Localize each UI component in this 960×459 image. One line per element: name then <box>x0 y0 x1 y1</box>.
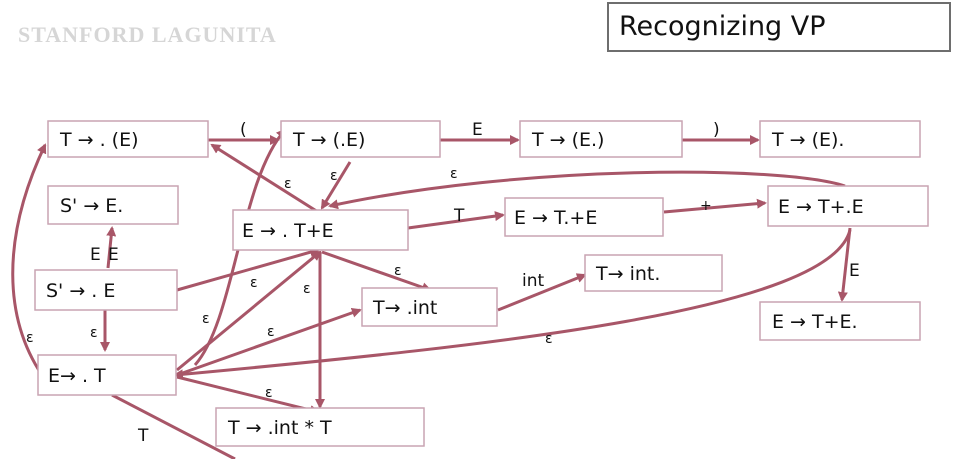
edge-eps-sprime-etpe <box>176 247 320 292</box>
node-e-dot-t: E→ . T <box>37 354 177 396</box>
label-eps-1: ε <box>284 176 292 192</box>
label-e-left: E <box>90 245 101 265</box>
svg-text:E → T+E.: E → T+E. <box>772 311 858 333</box>
node-t-paren-e-dot: T → (E.) <box>519 120 683 158</box>
label-t-bottom: T <box>137 426 149 446</box>
label-eps-3: ε <box>450 166 458 182</box>
edge-eps-edott-etpe <box>176 250 322 372</box>
label-eps-4: ε <box>250 275 258 291</box>
label-close-paren: ) <box>713 120 720 140</box>
edge-int <box>497 273 587 312</box>
edge-t-offscreen <box>111 393 236 459</box>
node-t-dot-int-times-t: T → .int * T <box>215 407 425 447</box>
label-eps-9: ε <box>202 311 210 327</box>
label-t-mid: T <box>453 206 465 226</box>
svg-text:T → . (E): T → . (E) <box>59 129 139 151</box>
edge-eps-long-top <box>328 170 846 210</box>
label-eps-2: ε <box>330 168 338 184</box>
node-t-dot-int: T→ .int <box>361 287 498 327</box>
svg-text:T → (E).: T → (E). <box>771 129 844 151</box>
edge-eps-to-tdotint <box>321 250 432 293</box>
edge-eps-etpe-to-tparen <box>210 143 319 214</box>
svg-text:S' → E.: S' → E. <box>60 195 123 217</box>
node-sprime-dot-e: S' → . E <box>34 269 178 311</box>
label-eps-5: ε <box>303 281 311 297</box>
edge-e-etpe-dot <box>837 227 852 302</box>
svg-text:S' → . E: S' → . E <box>46 280 115 302</box>
label-e-top: E <box>472 120 483 140</box>
label-plus: + <box>700 198 712 214</box>
node-t-paren-e-paren-dot: T → (E). <box>759 120 921 158</box>
label-eps-11: ε <box>545 331 553 347</box>
edge-e-sprime <box>106 226 117 269</box>
svg-text:E → . T+E: E → . T+E <box>242 220 334 242</box>
edge-eps-tparen-to-etpe <box>320 161 352 210</box>
node-t-int-dot: T→ int. <box>584 254 723 292</box>
label-e-right: E <box>108 245 119 265</box>
svg-text:E→ . T: E→ . T <box>48 365 106 387</box>
edge-eps-edott-tintstar <box>176 375 320 415</box>
node-t-paren-dot-e: T → (.E) <box>280 120 441 158</box>
node-e-dot-t-plus-e: E → . T+E <box>232 209 409 251</box>
slide-title-box: Recognizing VP <box>607 2 951 52</box>
node-t-dot-paren: T → . (E) <box>47 120 209 158</box>
edge-eps-long-bottom <box>173 229 852 380</box>
svg-text:T → (E.): T → (E.) <box>531 129 604 151</box>
svg-text:E → T+.E: E → T+.E <box>778 196 864 218</box>
label-int: int <box>522 271 544 291</box>
label-eps-12: ε <box>265 385 273 401</box>
stanford-lagunita-logo: STANFORD LAGUNITA <box>18 22 277 47</box>
svg-text:T→ int.: T→ int. <box>595 263 660 285</box>
edge-t-etpe <box>407 211 505 230</box>
edges <box>11 128 852 459</box>
edge-eps-edott-tdotint <box>176 307 362 377</box>
edge-eps-left-loop <box>11 143 47 376</box>
slide-title: Recognizing VP <box>619 11 826 42</box>
label-e-right-down: E <box>849 261 860 281</box>
svg-text:T → .int * T: T → .int * T <box>227 417 332 439</box>
label-eps-10: ε <box>267 324 275 340</box>
svg-text:T→ .int: T→ .int <box>372 297 437 319</box>
label-eps-7: ε <box>90 325 98 341</box>
edge-labels: ( E ) ε ε ε T + E ε ε ε int E E ε ε ε ε … <box>26 120 860 446</box>
label-eps-8: ε <box>26 330 34 346</box>
edge-plus <box>663 198 767 214</box>
node-e-t-plus-e-dot: E → T+E. <box>759 301 921 341</box>
node-e-t-dot-plus-e: E → T.+E <box>504 197 664 237</box>
svg-text:E → T.+E: E → T.+E <box>514 207 597 229</box>
node-e-t-plus-dot-e: E → T+.E <box>767 185 929 227</box>
svg-text:T → (.E): T → (.E) <box>292 129 365 151</box>
node-sprime-e-dot: S' → E. <box>47 185 179 225</box>
label-open-paren: ( <box>240 120 247 140</box>
label-eps-6: ε <box>394 263 402 279</box>
